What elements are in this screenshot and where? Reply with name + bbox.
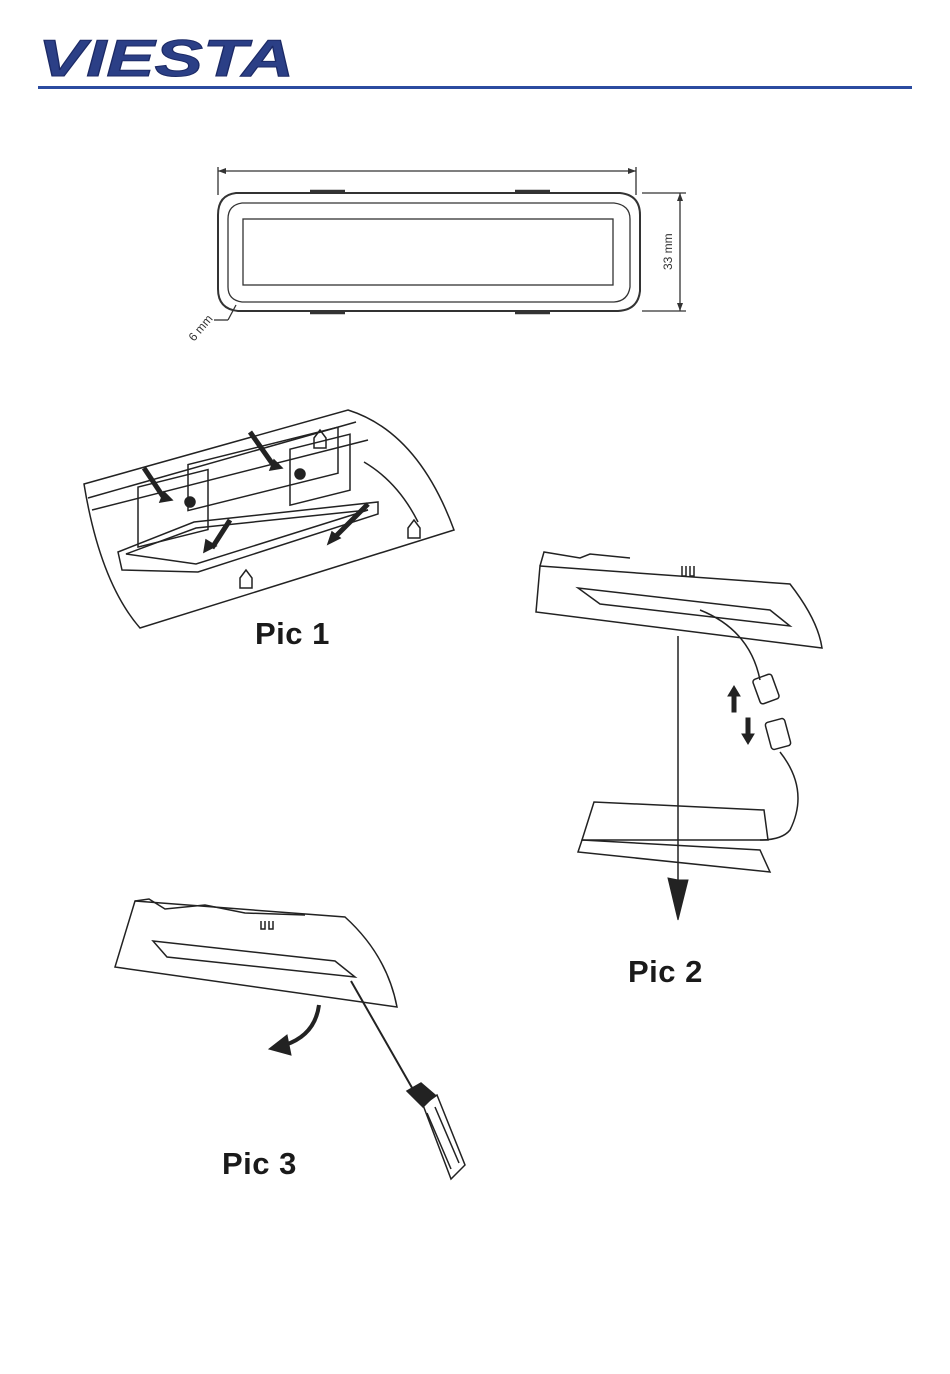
lamp-outline	[218, 193, 640, 311]
dimension-drawing: 33 mm 6 mm	[170, 155, 710, 355]
down-arrow-icon	[668, 878, 688, 920]
bumper-panel	[84, 410, 454, 628]
lamp-connector-removal-illustration	[520, 540, 830, 950]
height-label: 33 mm	[661, 233, 675, 270]
screwdriver-handle	[423, 1095, 465, 1179]
pic-1-label: Pic 1	[255, 616, 330, 652]
lamp-unit	[582, 802, 768, 840]
bumper-section	[536, 566, 822, 648]
screwdriver-shaft	[351, 981, 415, 1093]
corner-radius-label: 6 mm	[186, 312, 216, 344]
header-rule	[38, 86, 912, 89]
pic-2-label: Pic 2	[628, 954, 703, 990]
rotate-arrow-icon	[285, 1005, 319, 1045]
lamp-housing-clips-illustration	[78, 402, 458, 634]
connector-upper	[752, 673, 780, 704]
corner-leader	[228, 305, 236, 320]
bumper-section	[115, 901, 397, 1007]
lamp-opening	[153, 941, 355, 977]
lamp-inner-outline	[228, 203, 630, 302]
up-arrow-icon	[728, 686, 740, 712]
logo-text: VIESTA	[38, 34, 294, 80]
pic-3-label: Pic 3	[222, 1146, 297, 1182]
down-small-arrow-icon	[742, 718, 754, 744]
viesta-logo: VIESTA	[36, 34, 298, 80]
lamp-lens	[243, 219, 613, 285]
connector-lower	[765, 718, 792, 750]
lamp-opening	[578, 588, 790, 626]
cable-upper	[700, 610, 760, 680]
